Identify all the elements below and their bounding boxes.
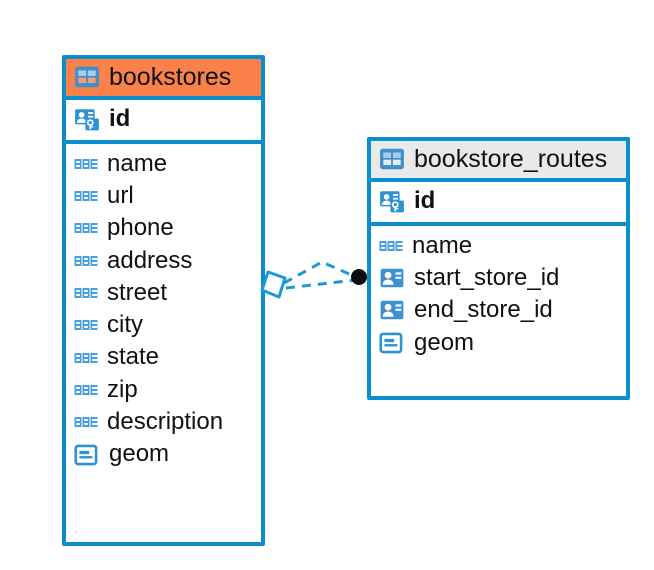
primary-key-icon [380, 191, 404, 213]
primary-key-icon [75, 109, 99, 131]
field-row[interactable]: state [66, 341, 261, 373]
relationship-line-lower [285, 278, 357, 290]
field-row[interactable]: address [66, 245, 261, 277]
entity-table-bookstores[interactable]: bookstores id [62, 55, 265, 546]
abc-icon [74, 384, 98, 395]
entity-header-bookstore-routes[interactable]: bookstore_routes [371, 141, 626, 183]
field-row[interactable]: name [371, 230, 626, 262]
table-icon [75, 66, 99, 88]
field-row[interactable]: url [66, 180, 261, 212]
field-label: end_store_id [414, 296, 553, 324]
field-list-bookstore-routes: name start_store_id [371, 226, 626, 365]
field-row[interactable]: zip [66, 374, 261, 406]
field-label: start_store_id [414, 263, 560, 291]
field-list-bookstores: name url [66, 144, 261, 477]
diamond-marker [260, 270, 287, 299]
abc-icon [74, 352, 98, 363]
abc-icon [74, 158, 98, 169]
field-row[interactable]: start_store_id [371, 262, 626, 294]
relationship-line-upper [283, 260, 357, 285]
field-row[interactable]: end_store_id [371, 294, 626, 326]
foreign-key-icon [380, 268, 404, 288]
field-label: name [412, 231, 473, 259]
field-label: address [107, 246, 193, 274]
field-label: street [107, 278, 168, 306]
field-label: geom [109, 440, 170, 468]
filled-circle-marker [351, 269, 367, 285]
field-label: zip [107, 375, 138, 403]
geometry-icon [379, 332, 403, 354]
field-row[interactable]: city [66, 309, 261, 341]
entity-table-bookstore-routes[interactable]: bookstore_routes id [367, 137, 630, 400]
foreign-key-icon [380, 301, 404, 320]
abc-icon [74, 320, 98, 331]
field-label: geom [414, 328, 475, 356]
field-label: description [107, 408, 224, 436]
abc-icon [74, 255, 98, 266]
abc-icon [74, 287, 98, 298]
entity-title: bookstore_routes [414, 145, 608, 173]
field-label: url [107, 181, 134, 209]
entity-title: bookstores [109, 63, 232, 91]
abc-icon [74, 417, 98, 428]
abc-icon [74, 223, 98, 234]
field-row[interactable]: street [66, 277, 261, 309]
field-label: phone [107, 214, 174, 242]
geometry-icon [74, 444, 98, 465]
abc-icon [74, 191, 98, 202]
field-row[interactable]: description [66, 406, 261, 438]
field-label: city [107, 311, 143, 339]
table-icon [380, 148, 404, 170]
primary-key-row[interactable]: id [371, 182, 626, 226]
entity-header-bookstores[interactable]: bookstores [66, 59, 261, 101]
field-label: name [107, 149, 168, 177]
field-label: state [107, 343, 160, 371]
primary-key-row[interactable]: id [66, 100, 261, 144]
field-label: id [414, 187, 436, 215]
field-label: id [109, 105, 131, 133]
field-row[interactable]: geom [66, 438, 261, 470]
abc-icon [379, 240, 403, 251]
field-row[interactable]: phone [66, 212, 261, 244]
field-row[interactable]: name [66, 148, 261, 180]
field-row[interactable]: geom [371, 327, 626, 359]
